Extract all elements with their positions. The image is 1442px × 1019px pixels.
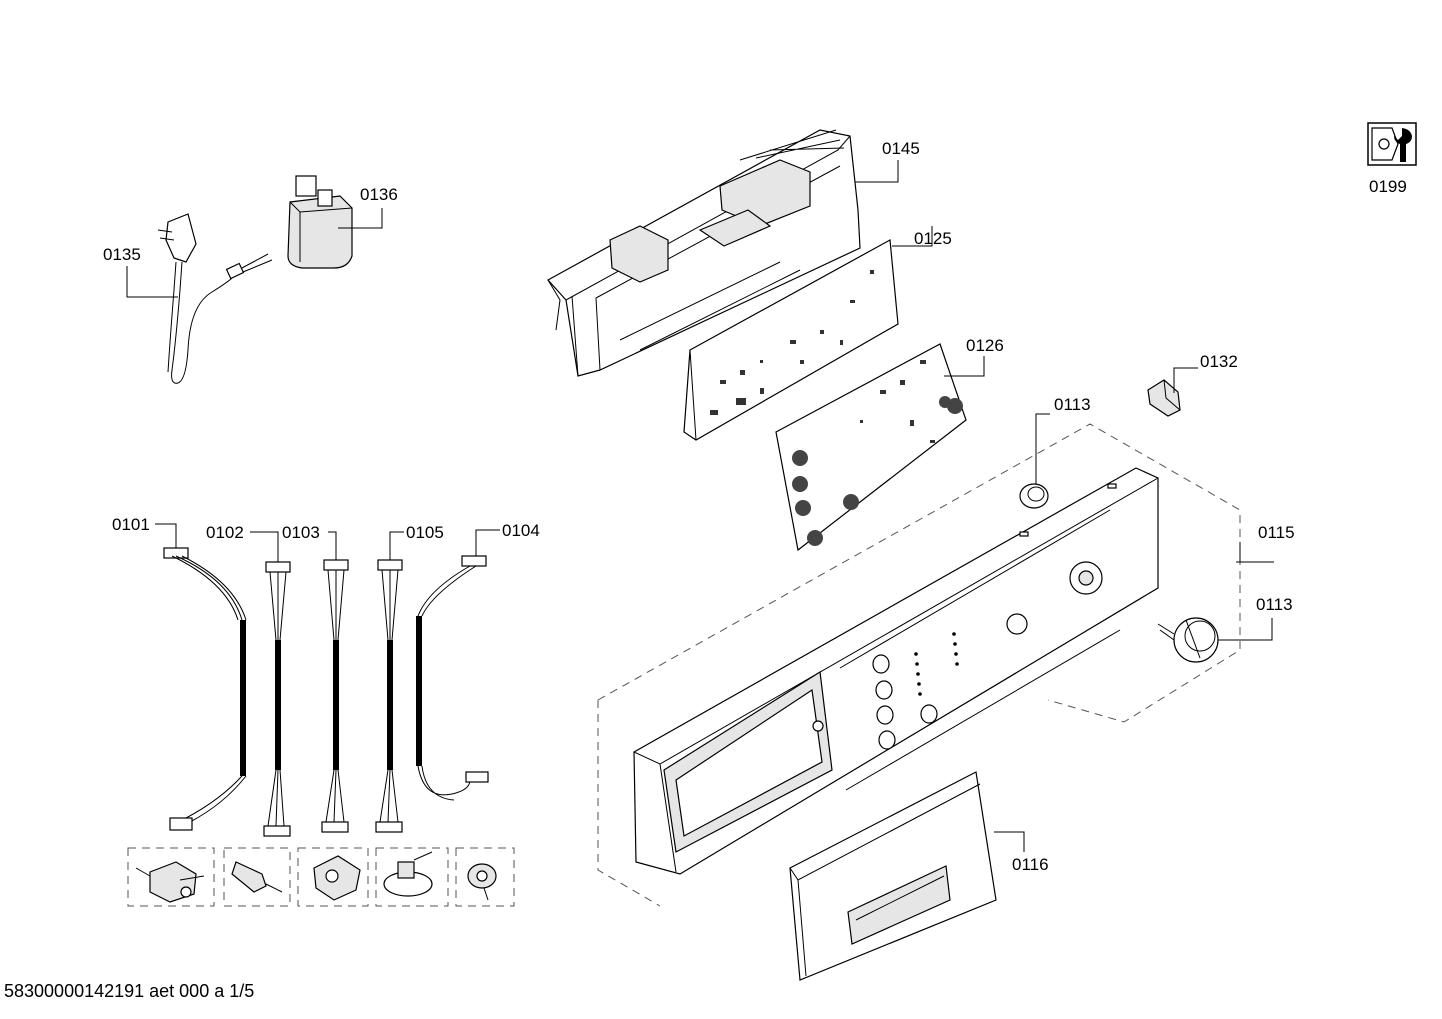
leader-0136 (338, 208, 383, 229)
label-0136: 0136 (360, 185, 398, 204)
label-0145: 0145 (882, 139, 920, 158)
leader-0116 (994, 831, 1025, 852)
power-cord-part[interactable] (157, 213, 273, 384)
label-0116: 0116 (1012, 855, 1049, 874)
label-0135: 0135 (103, 245, 141, 264)
leader-0113-top (1035, 413, 1050, 484)
leader-0132 (1173, 367, 1198, 393)
service-wrench-icon[interactable] (1367, 122, 1417, 166)
label-0126: 0126 (966, 336, 1004, 355)
panel-outline-dashed-left (597, 700, 661, 907)
leader-0101 (155, 523, 177, 548)
label-0115: 0115 (1258, 523, 1295, 542)
dispenser-drawer-handle-part[interactable] (789, 771, 997, 981)
panel-outline-dashed (597, 423, 1241, 723)
control-panel-fascia-part[interactable] (633, 467, 1159, 875)
leader-0105 (389, 531, 404, 560)
interference-filter-part[interactable] (287, 175, 353, 269)
selector-knob-insert-part[interactable] (1019, 483, 1049, 509)
wire-harness-0102[interactable] (263, 561, 291, 837)
component-box-door-lock[interactable] (455, 847, 515, 907)
leader-0103 (328, 531, 337, 560)
leader-0102 (250, 531, 279, 562)
drawing-reference-footer: 58300000142191 aet 000 a 1/5 (4, 981, 255, 1001)
selector-knob-part[interactable] (1157, 617, 1219, 663)
clip-part[interactable] (1147, 379, 1181, 417)
label-0102: 0102 (206, 523, 244, 542)
wire-harness-0105[interactable] (375, 559, 403, 833)
label-0113-top: 0113 (1054, 395, 1091, 414)
label-0113-right: 0113 (1256, 595, 1293, 614)
leader-0104 (475, 529, 500, 556)
label-0105: 0105 (406, 523, 444, 542)
component-box-sensor[interactable] (223, 847, 291, 907)
label-0199: 0199 (1369, 177, 1407, 196)
label-0132: 0132 (1200, 352, 1238, 371)
label-0104: 0104 (502, 521, 540, 540)
main-circuit-board-part[interactable] (683, 239, 899, 441)
leader-0145 (855, 160, 899, 183)
control-circuit-board-part[interactable] (775, 343, 967, 552)
label-0125: 0125 (914, 229, 952, 248)
control-module-housing-part[interactable] (547, 129, 861, 377)
component-box-valve[interactable] (127, 847, 215, 907)
leader-0113-right (1218, 618, 1273, 641)
leader-0126 (944, 356, 985, 377)
wire-harness-0104[interactable] (416, 555, 489, 801)
label-0101: 0101 (112, 515, 150, 534)
leader-0125 (892, 226, 933, 247)
label-0103: 0103 (282, 523, 320, 542)
component-box-switch[interactable] (297, 847, 369, 907)
leader-0135 (126, 266, 178, 298)
wire-harness-0103[interactable] (321, 559, 349, 833)
wire-harness-0101[interactable] (163, 547, 247, 831)
component-box-pressure-switch[interactable] (375, 847, 449, 907)
